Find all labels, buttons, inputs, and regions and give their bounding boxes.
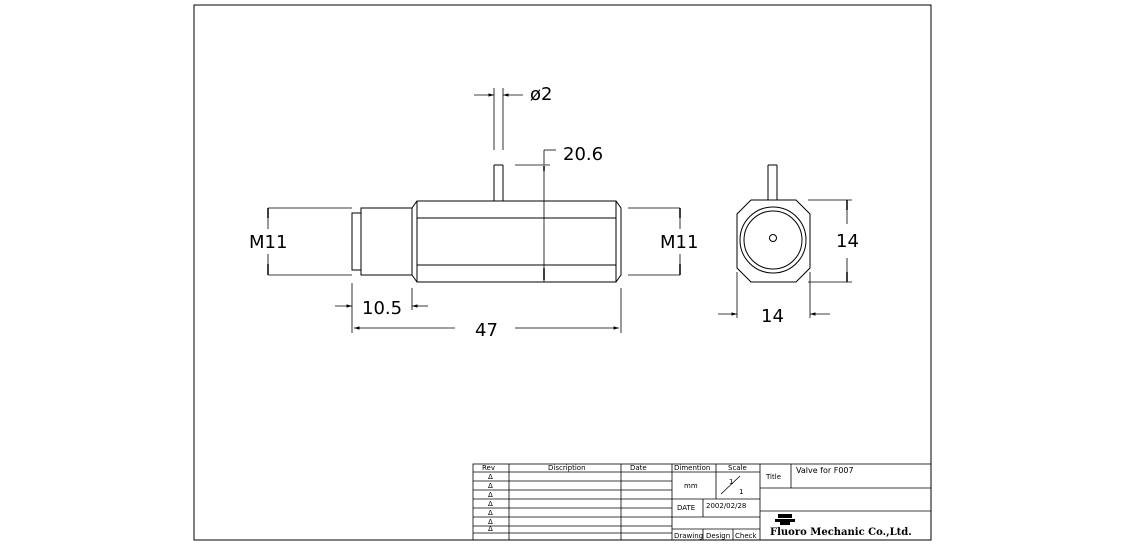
scale-denominator: 1 bbox=[739, 488, 743, 496]
description-header: Discription bbox=[548, 464, 586, 472]
rev-mark: Δ bbox=[488, 525, 493, 533]
scale-numerator: 1 bbox=[729, 478, 733, 486]
date-header: Date bbox=[630, 464, 647, 472]
role-design: Design bbox=[706, 532, 730, 540]
hex-height-label: 14 bbox=[836, 231, 859, 252]
company-logo-icon bbox=[775, 514, 795, 525]
company-name: Fluoro Mechanic Co.,Ltd. bbox=[770, 527, 912, 538]
front-dimension-lines bbox=[267, 88, 681, 333]
pin-diameter-label: ø2 bbox=[530, 84, 552, 105]
role-check: Check bbox=[735, 532, 757, 540]
role-drawing: Drawing bbox=[674, 532, 703, 540]
rev-mark: Δ bbox=[488, 518, 493, 526]
shoulder-length-label: 10.5 bbox=[362, 298, 402, 319]
unit-value: mm bbox=[684, 482, 698, 490]
height-label: 20.6 bbox=[563, 144, 603, 165]
rev-mark: Δ bbox=[488, 473, 493, 481]
date-label: DATE bbox=[677, 504, 695, 512]
rev-mark: Δ bbox=[488, 482, 493, 490]
drawing-title: Valve for F007 bbox=[796, 466, 854, 475]
title-header: Title bbox=[765, 473, 781, 481]
sheet-border bbox=[193, 4, 932, 541]
thread-left-label: M11 bbox=[249, 232, 287, 253]
rev-mark: Δ bbox=[488, 500, 493, 508]
hex-width-label: 14 bbox=[761, 306, 784, 327]
rev-mark: Δ bbox=[488, 491, 493, 499]
dimention-header: Dimention bbox=[674, 464, 710, 472]
date-value: 2002/02/28 bbox=[706, 502, 746, 510]
side-dimension-lines bbox=[718, 199, 852, 318]
rev-mark: Δ bbox=[488, 509, 493, 517]
title-block: Rev Discription Date Dimention Scale Tit… bbox=[472, 463, 932, 541]
rev-header: Rev bbox=[482, 464, 495, 472]
side-view bbox=[736, 164, 811, 283]
front-dim-ticks bbox=[267, 166, 681, 280]
front-view bbox=[351, 164, 622, 283]
scale-header: Scale bbox=[728, 464, 747, 472]
thread-right-label: M11 bbox=[660, 232, 698, 253]
overall-length-label: 47 bbox=[475, 320, 498, 341]
